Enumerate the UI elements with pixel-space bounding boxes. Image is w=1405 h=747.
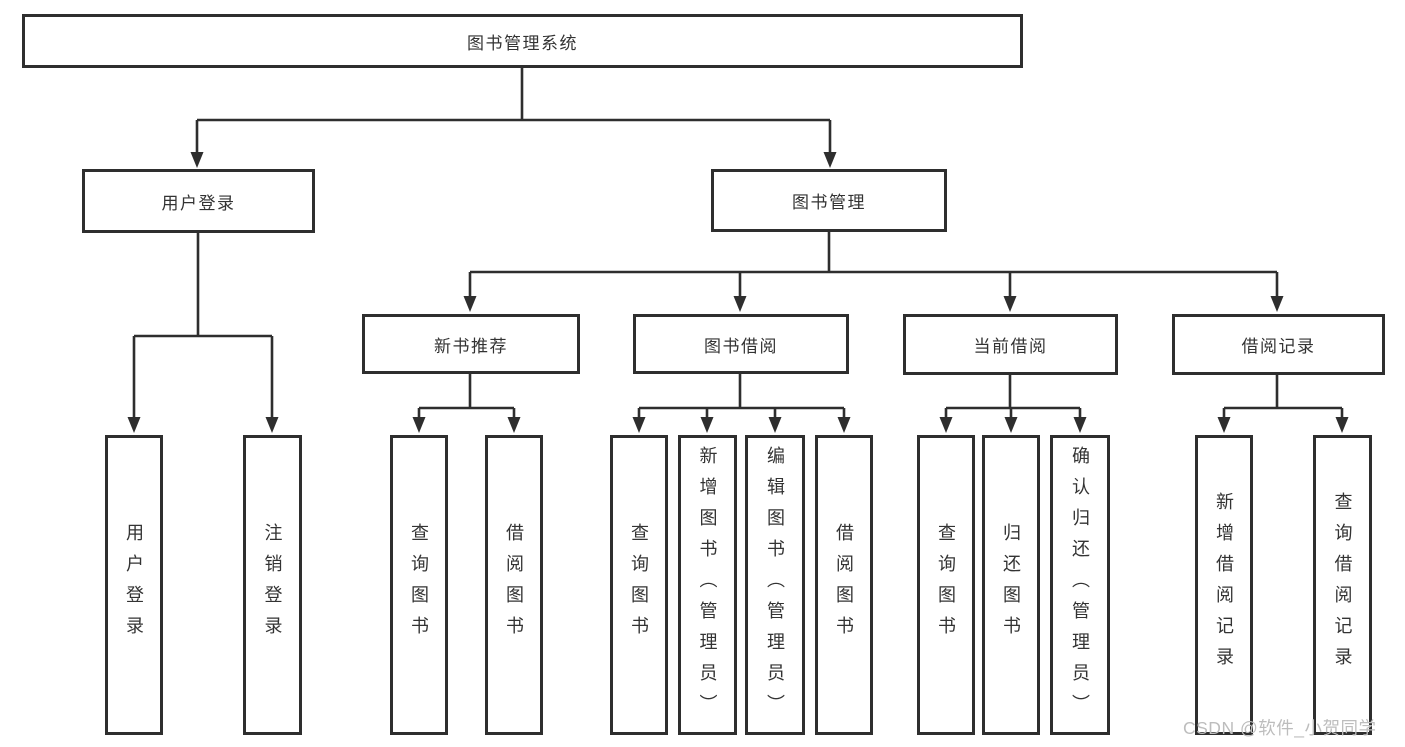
leaf-return-books: 归还图书 — [982, 435, 1040, 735]
leaf-add-borrow-record: 新增借阅记录 — [1195, 435, 1253, 735]
leaf-logout: 注销登录 — [243, 435, 302, 735]
node-user-login-label: 用户登录 — [161, 193, 236, 213]
leaf-user-login-label: 用户登录 — [124, 523, 144, 647]
leaf-query-books-1: 查询图书 — [390, 435, 448, 735]
leaf-query-books-3: 查询图书 — [917, 435, 975, 735]
leaf-borrow-books-1-label: 借阅图书 — [504, 523, 524, 647]
leaf-confirm-return-admin: 确认归还（管理员） — [1050, 435, 1110, 735]
node-book-management: 图书管理 — [711, 169, 947, 232]
node-borrow-records-label: 借阅记录 — [1241, 337, 1316, 356]
node-library-system: 图书管理系统 — [22, 14, 1023, 68]
node-borrow-records: 借阅记录 — [1172, 314, 1385, 375]
node-new-book-recommend-label: 新书推荐 — [434, 336, 508, 356]
leaf-logout-label: 注销登录 — [262, 523, 283, 647]
node-library-system-label: 图书管理系统 — [467, 33, 578, 53]
leaf-add-books-admin: 新增图书（管理员） — [678, 435, 737, 735]
leaf-edit-books-admin: 编辑图书（管理员） — [745, 435, 805, 735]
node-current-borrow: 当前借阅 — [903, 314, 1118, 375]
watermark: CSDN @软件_小贺同学 — [1183, 718, 1377, 738]
node-current-borrow-label: 当前借阅 — [973, 337, 1048, 356]
leaf-add-borrow-record-label: 新增借阅记录 — [1214, 492, 1234, 678]
leaf-query-books-1-label: 查询图书 — [409, 523, 429, 647]
leaf-return-books-label: 归还图书 — [1001, 523, 1021, 647]
leaf-query-books-2: 查询图书 — [610, 435, 668, 735]
leaf-query-books-2-label: 查询图书 — [629, 523, 649, 647]
leaf-user-login: 用户登录 — [105, 435, 163, 735]
leaf-query-books-3-label: 查询图书 — [936, 523, 956, 647]
leaf-query-borrow-record-label: 查询借阅记录 — [1332, 492, 1353, 678]
leaf-query-borrow-record: 查询借阅记录 — [1313, 435, 1372, 735]
leaf-confirm-return-admin-label: 确认归还（管理员） — [1070, 445, 1090, 725]
leaf-borrow-books-2: 借阅图书 — [815, 435, 873, 735]
leaf-borrow-books-2-label: 借阅图书 — [834, 523, 854, 647]
node-user-login: 用户登录 — [82, 169, 315, 233]
leaf-borrow-books-1: 借阅图书 — [485, 435, 543, 735]
node-book-management-label: 图书管理 — [792, 193, 866, 212]
node-new-book-recommend: 新书推荐 — [362, 314, 580, 374]
node-book-borrow-label: 图书借阅 — [704, 336, 778, 356]
leaf-add-books-admin-label: 新增图书（管理员） — [697, 445, 718, 725]
leaf-edit-books-admin-label: 编辑图书（管理员） — [765, 445, 785, 725]
node-book-borrow: 图书借阅 — [633, 314, 849, 374]
